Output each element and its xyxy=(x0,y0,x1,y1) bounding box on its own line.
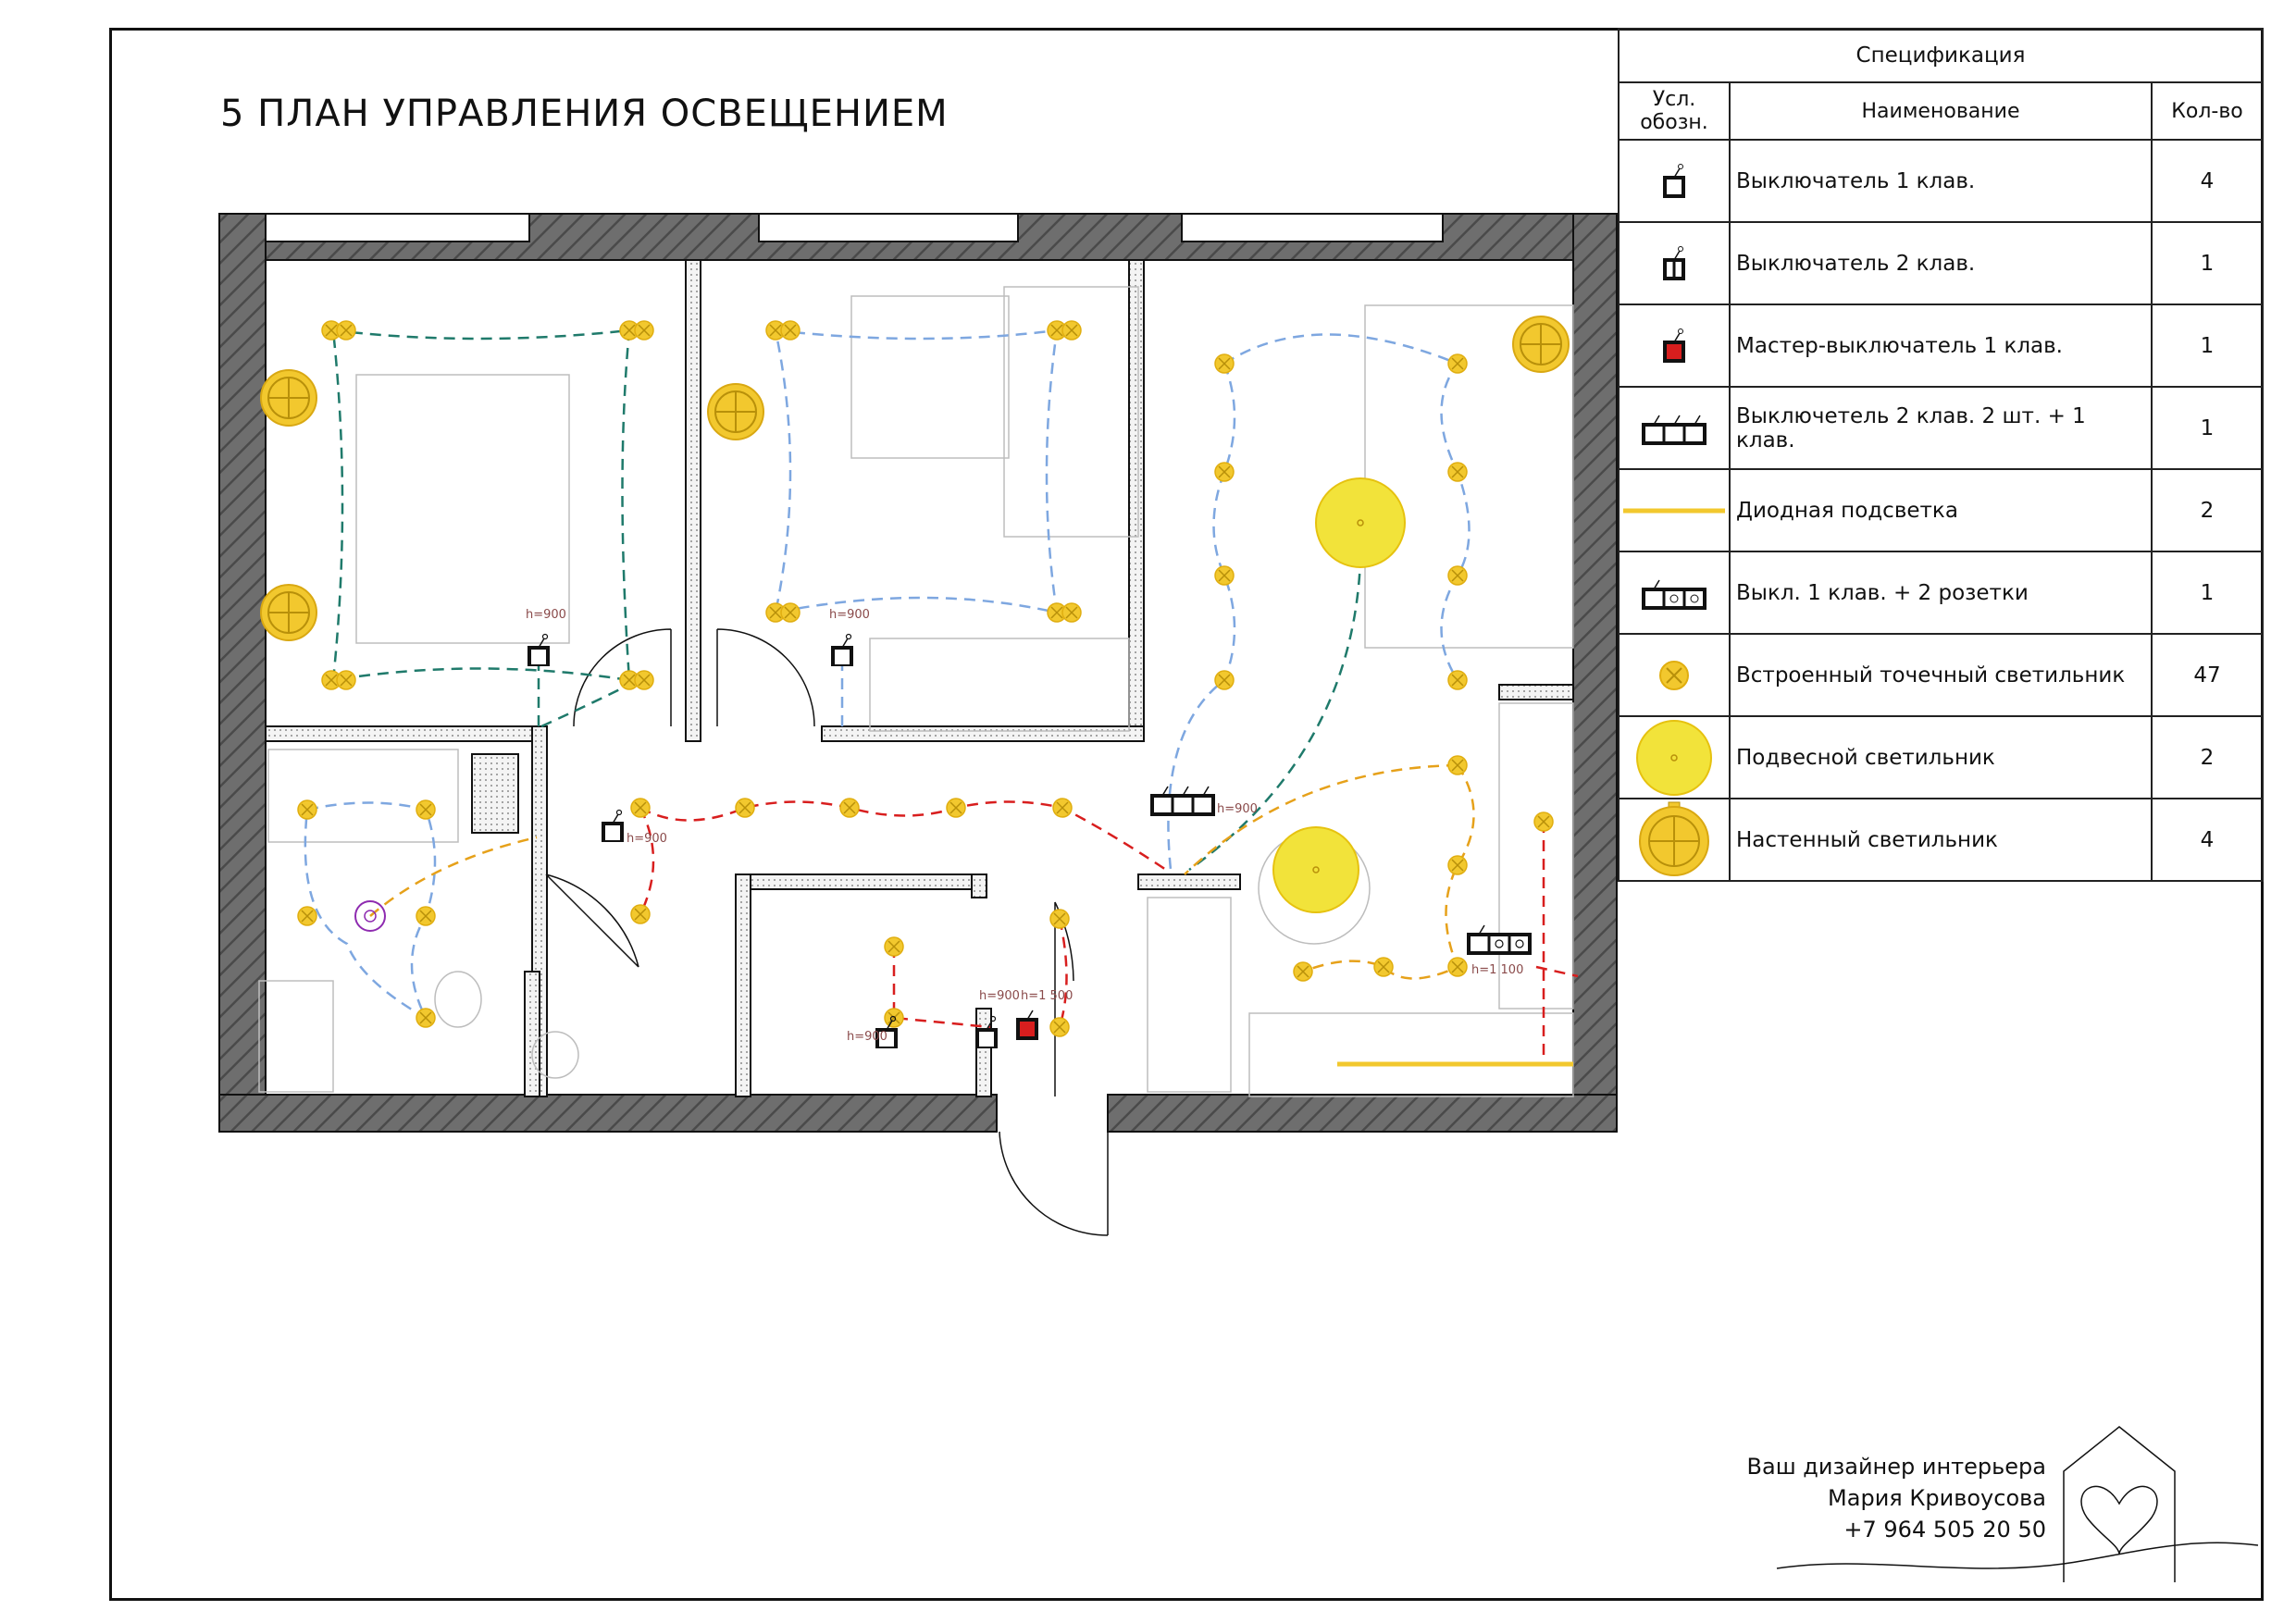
spec-row: Выключатель 2 клав. 1 xyxy=(1618,221,2264,305)
doors xyxy=(545,628,1109,1236)
spec-qty: 47 xyxy=(2151,633,2264,717)
designer-phone: +7 964 505 20 50 xyxy=(1843,1517,2046,1542)
switches xyxy=(527,632,1532,1048)
spec-row: Настенный светильник 4 xyxy=(1618,798,2264,882)
height-label-bedroom1: h=900 xyxy=(526,608,566,622)
spec-name: Выключатель 2 клав. xyxy=(1729,221,2153,305)
master-switch-icon xyxy=(1663,328,1685,363)
spec-row: Диодная подсветка 2 xyxy=(1618,468,2264,552)
furniture xyxy=(258,286,1574,1097)
spec-name: Диодная подсветка xyxy=(1729,468,2153,552)
circuit-hall xyxy=(639,800,1579,1064)
spec-qty: 1 xyxy=(2151,221,2264,305)
spec-row: Подвесной светильник 2 xyxy=(1618,715,2264,799)
designer-logo-icon xyxy=(1776,1426,2259,1582)
height-label-bedroom2: h=900 xyxy=(829,608,870,622)
pendant-light-icon xyxy=(1636,719,1712,796)
spot-light-icon xyxy=(1659,660,1689,690)
designer-block: Ваш дизайнер интерьера Мария Кривоусова … xyxy=(1747,1451,2046,1545)
height-label-hall1: h=900 xyxy=(847,1030,887,1044)
spec-row: Выключатель 1 клав. 4 xyxy=(1618,139,2264,223)
spec-qty: 1 xyxy=(2151,551,2264,635)
height-label-bathroom: h=900 xyxy=(627,832,667,846)
switch-sockets-kitchen xyxy=(1467,924,1532,955)
spec-row: Выкл. 1 клав. + 2 розетки 1 xyxy=(1618,551,2264,635)
exhaust-fan-icon xyxy=(354,900,386,932)
spec-qty: 1 xyxy=(2151,386,2264,470)
circuit-bedroom-1 xyxy=(331,328,639,728)
spec-name: Встроенный точечный светильник xyxy=(1729,633,2153,717)
spec-qty: 2 xyxy=(2151,468,2264,552)
spec-row: Выключетель 2 клав. 2 шт. + 1 клав. 1 xyxy=(1618,386,2264,470)
spec-name: Выкл. 1 клав. + 2 розетки xyxy=(1729,551,2153,635)
walls xyxy=(218,213,1618,1133)
wall-lights xyxy=(260,316,1570,641)
circuit-bedroom-2 xyxy=(774,328,1059,726)
circuit-bathroom xyxy=(304,801,437,1022)
circuit-bathroom-fan xyxy=(369,836,538,917)
circuit-living xyxy=(1167,333,1471,871)
height-label-hall3: h=1 500 xyxy=(1021,989,1073,1003)
spec-name: Выключетель 2 клав. 2 шт. + 1 клав. xyxy=(1729,386,2153,470)
col-symbol-header: Усл. обозн. xyxy=(1618,81,1731,141)
switch-sockets-icon xyxy=(1642,579,1706,610)
switch-1-key-icon xyxy=(1663,163,1685,198)
circuit-living-pendant xyxy=(1188,517,1362,872)
spec-qty: 2 xyxy=(2151,715,2264,799)
master-switch-icon xyxy=(1016,1010,1038,1040)
wall-light-icon xyxy=(1639,801,1709,876)
specification-table: Спецификация Усл. обозн. Наименование Ко… xyxy=(1618,28,2264,882)
height-label-hall2: h=900 xyxy=(979,989,1020,1003)
pendant-lights xyxy=(1272,477,1406,913)
designer-role: Ваш дизайнер интерьера xyxy=(1746,1454,2046,1480)
spec-caption: Спецификация xyxy=(1618,28,2264,83)
spec-row: Встроенный точечный светильник 47 xyxy=(1618,633,2264,717)
col-name-header: Наименование xyxy=(1729,81,2153,141)
spec-qty: 4 xyxy=(2151,139,2264,223)
spec-name: Подвесной светильник xyxy=(1729,715,2153,799)
spec-qty: 1 xyxy=(2151,304,2264,388)
page-title: 5 ПЛАН УПРАВЛЕНИЯ ОСВЕЩЕНИЕМ xyxy=(220,93,949,135)
switch-block-icon xyxy=(1642,415,1706,445)
led-strip-icon xyxy=(1623,508,1725,514)
spec-name: Выключатель 1 клав. xyxy=(1729,139,2153,223)
height-label-living: h=900 xyxy=(1217,802,1258,816)
col-qty-header: Кол-во xyxy=(2151,81,2264,141)
spec-qty: 4 xyxy=(2151,798,2264,882)
spec-name: Мастер-выключатель 1 клав. xyxy=(1729,304,2153,388)
switch-2-key-icon xyxy=(1663,245,1685,280)
designer-name: Мария Кривоусова xyxy=(1828,1485,2046,1511)
height-label-kitchen: h=1 100 xyxy=(1471,963,1523,977)
switch-block-living xyxy=(1150,786,1215,816)
spec-name: Настенный светильник xyxy=(1729,798,2153,882)
spec-row: Мастер-выключатель 1 клав. 1 xyxy=(1618,304,2264,388)
